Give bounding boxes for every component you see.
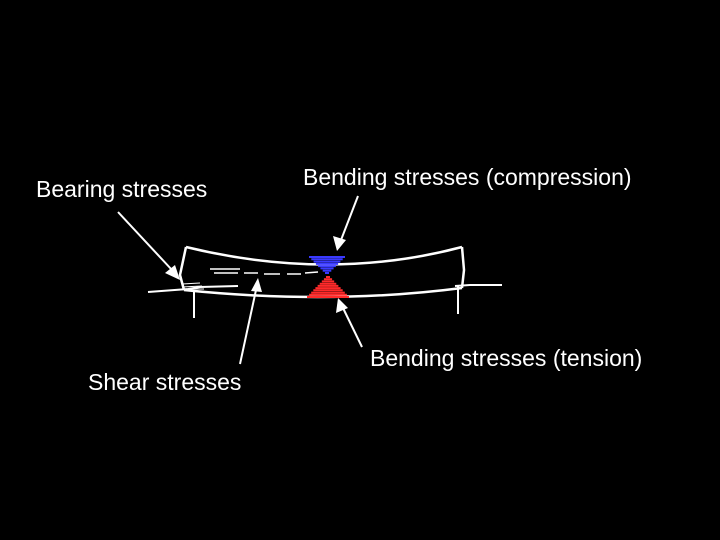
shear-crack-line: [210, 268, 319, 275]
tension-arrow: [336, 298, 363, 348]
compression-arrow: [333, 195, 359, 251]
bearing-arrow: [117, 211, 180, 280]
bearing-stresses-label: Bearing stresses: [36, 176, 207, 202]
bearing-hatch: [181, 282, 204, 290]
tension-stress-wedge: [307, 276, 349, 298]
compression-stresses-label: Bending stresses (compression): [303, 164, 632, 190]
compression-arrow-head: [333, 236, 346, 251]
shear-stresses-label: Shear stresses: [88, 369, 241, 395]
support-ground-line: [147, 284, 502, 293]
bearing-arrow-head: [165, 265, 180, 280]
shear-arrow-head: [251, 278, 262, 292]
tension-stresses-label: Bending stresses (tension): [370, 345, 642, 371]
compression-stress-wedge: [309, 256, 345, 274]
shear-arrow: [239, 278, 262, 365]
tension-arrow-head: [336, 298, 348, 313]
